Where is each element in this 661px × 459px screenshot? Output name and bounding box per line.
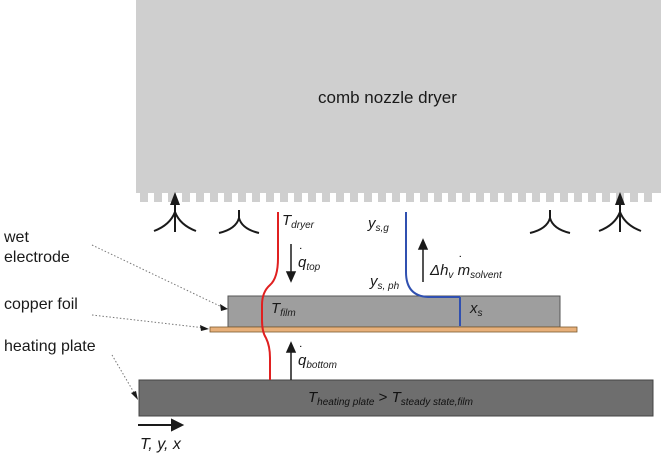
heating-plate-condition: Theating plate > Tsteady state,film	[308, 389, 473, 408]
axis-arrow	[138, 418, 185, 432]
q-top-symbol: qtop	[298, 245, 320, 276]
temperature-profile-line	[261, 212, 279, 380]
y-sph-symbol: ys, ph	[370, 273, 400, 292]
latent-heat-flux-symbol: Δhv msolvent	[430, 253, 502, 284]
dryer-nozzle-teeth	[140, 192, 652, 202]
x-s-symbol: xs	[470, 300, 483, 319]
leader-tip-3	[131, 391, 138, 400]
copper-foil	[209, 326, 578, 333]
wet-electrode-label-line1: wet	[4, 229, 29, 246]
arrowhead-1	[170, 192, 180, 205]
comb-nozzle-dryer	[136, 0, 661, 193]
y-sg-symbol: ys,g	[368, 215, 389, 234]
q-bottom-symbol: qbottom	[298, 343, 337, 374]
leader-tip-1	[220, 304, 228, 311]
concentration-profile-line	[405, 212, 460, 298]
arrowhead-4	[615, 192, 625, 205]
flux-arrows	[285, 238, 429, 380]
t-film-symbol: Tfilm	[271, 300, 296, 319]
airflow-arrow-3	[529, 210, 571, 234]
heating-plate-label: heating plate	[4, 338, 96, 355]
leader-tip-2	[200, 325, 209, 331]
wet-electrode-label-line2: electrode	[4, 249, 70, 266]
dryer-title: comb nozzle dryer	[318, 88, 457, 107]
heating-plate	[138, 379, 654, 417]
axis-variables-label: T, y, x	[140, 436, 181, 453]
airflow-arrow-2	[218, 210, 260, 234]
copper-foil-label: copper foil	[4, 296, 78, 313]
airflow-arrows	[153, 196, 642, 234]
t-dryer-symbol: Tdryer	[282, 212, 314, 231]
leader-lines	[91, 244, 225, 397]
